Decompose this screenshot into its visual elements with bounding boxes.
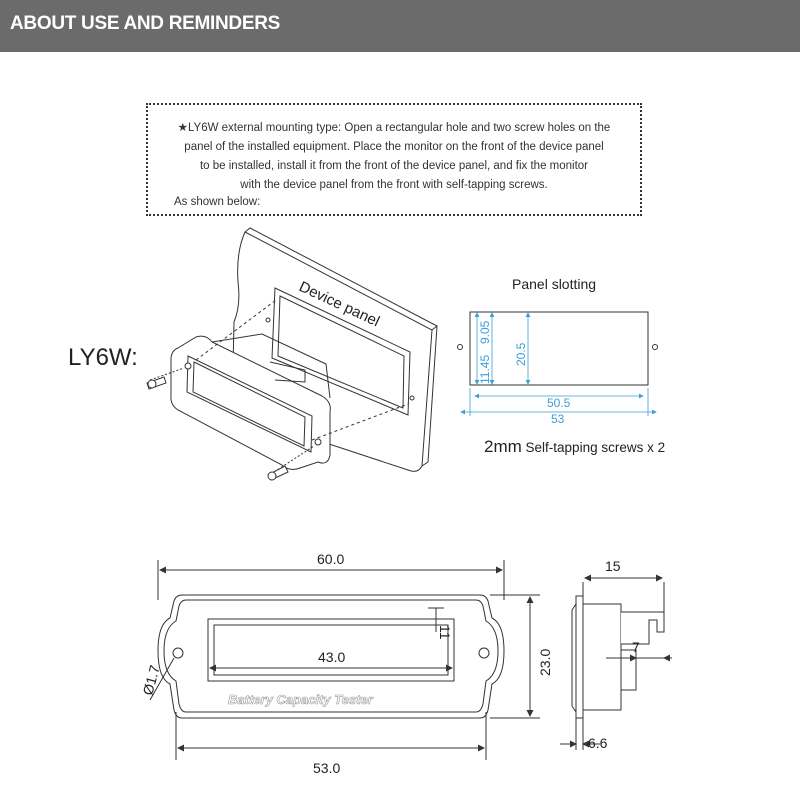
- front-view: [149, 560, 540, 760]
- panel-slot-drawing: [457, 311, 658, 386]
- dim-6-6: 6.6: [588, 735, 608, 751]
- screws-desc: Self-tapping screws x 2: [522, 440, 665, 455]
- header-title: ABOUT USE AND REMINDERS: [10, 13, 281, 34]
- notice-text: ★LY6W external mounting type: Open a rec…: [148, 119, 640, 195]
- dim-53-body: 53.0: [313, 760, 340, 776]
- dim-43: 43.0: [318, 649, 345, 665]
- notice-line-1: ★LY6W external mounting type: Open a rec…: [177, 122, 611, 134]
- slot-outline: [469, 311, 649, 386]
- panel-cutout: [271, 287, 411, 416]
- notice-line-4: with the device panel from the front wit…: [240, 179, 548, 191]
- notice-line-3: to be installed, install it from the fro…: [199, 160, 589, 172]
- side-view: [560, 574, 672, 750]
- dim-9-05: 9.05: [478, 320, 492, 344]
- panel-slotting-title: Panel slotting: [512, 276, 596, 292]
- model-label: LY6W:: [68, 344, 138, 371]
- notice-box: ★LY6W external mounting type: Open a rec…: [146, 103, 642, 216]
- screws-note: 2mm Self-tapping screws x 2: [484, 437, 665, 456]
- panel-slot-dimensions: [460, 312, 657, 416]
- side-bezel: [575, 595, 584, 719]
- notice-tail: As shown below:: [174, 196, 261, 208]
- dim-11: 11: [437, 625, 453, 640]
- dim-50-5: 50.5: [547, 396, 571, 410]
- dim-11-45: 11.45: [478, 355, 492, 384]
- dim-7: 7: [632, 639, 640, 655]
- screws-size: 2mm: [484, 437, 522, 456]
- brand-emboss: Battery Capacity Tester: [228, 692, 374, 707]
- dim-23: 23.0: [537, 649, 553, 676]
- dim-hole-diameter: Ø1.7: [139, 663, 162, 697]
- front-bezel-outline: [157, 594, 505, 719]
- screw-left: [146, 367, 185, 390]
- slot-screw-hole-right: [652, 344, 658, 350]
- dim-15: 15: [605, 558, 621, 574]
- mounting-illustration: [146, 227, 438, 481]
- header-bar: ABOUT USE AND REMINDERS: [0, 0, 800, 52]
- dim-60: 60.0: [317, 551, 344, 567]
- front-hole-right: [478, 647, 490, 659]
- dim-53: 53: [551, 412, 565, 426]
- notice-line-2: panel of the installed equipment. Place …: [184, 141, 604, 153]
- front-hole-left: [172, 647, 184, 659]
- side-tab: [621, 611, 665, 645]
- dim-20-5: 20.5: [514, 342, 528, 366]
- side-body: [582, 603, 622, 711]
- slot-screw-hole-left: [457, 344, 463, 350]
- screw-right: [267, 445, 315, 481]
